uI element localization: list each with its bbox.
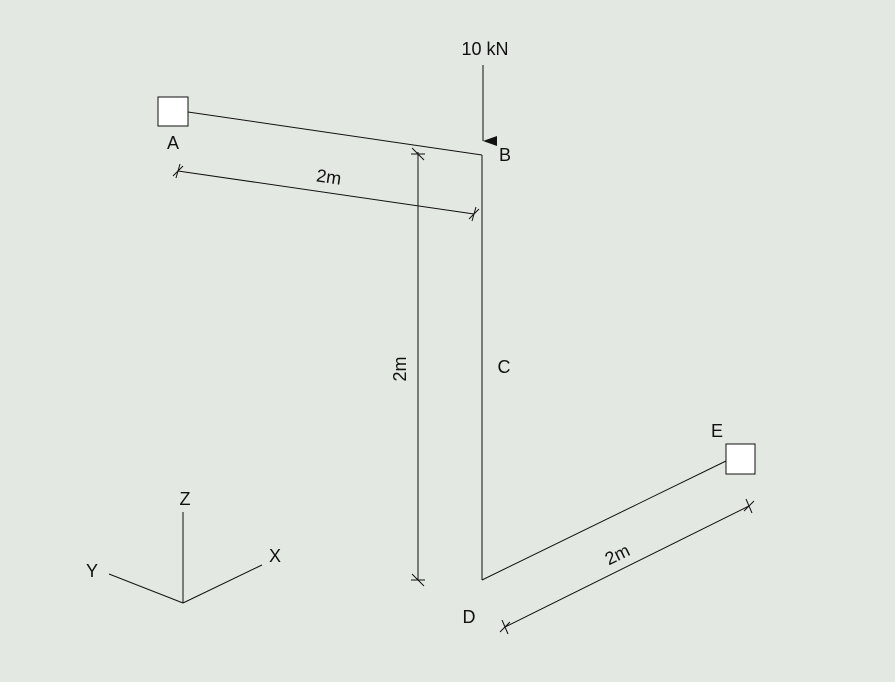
dimension-ext-de-start xyxy=(501,619,509,635)
axis-label-z: Z xyxy=(180,489,191,509)
axis-y-line xyxy=(108,573,184,604)
support-e xyxy=(725,443,756,475)
node-label-d: D xyxy=(463,607,476,627)
support-a xyxy=(157,96,189,127)
member-ab xyxy=(187,111,483,156)
node-label-c: C xyxy=(498,357,511,377)
axis-label-y: Y xyxy=(86,561,98,581)
member-de xyxy=(481,460,727,581)
dimension-ext-ab-end xyxy=(471,206,477,222)
dimension-line-de xyxy=(504,505,750,628)
dimension-line-ab xyxy=(177,170,475,215)
axis-x-line xyxy=(182,564,263,604)
axis-label-x: X xyxy=(269,546,281,566)
load-label: 10 kN xyxy=(461,39,508,59)
node-label-b: B xyxy=(499,145,511,165)
node-label-e: E xyxy=(711,421,723,441)
dimension-label-vertical: 2m xyxy=(390,356,410,381)
node-label-a: A xyxy=(167,133,179,153)
dimension-label-ab: 2m xyxy=(315,165,343,188)
dimension-ext-ab-start xyxy=(175,163,181,179)
dimension-ext-de-end xyxy=(745,498,753,514)
